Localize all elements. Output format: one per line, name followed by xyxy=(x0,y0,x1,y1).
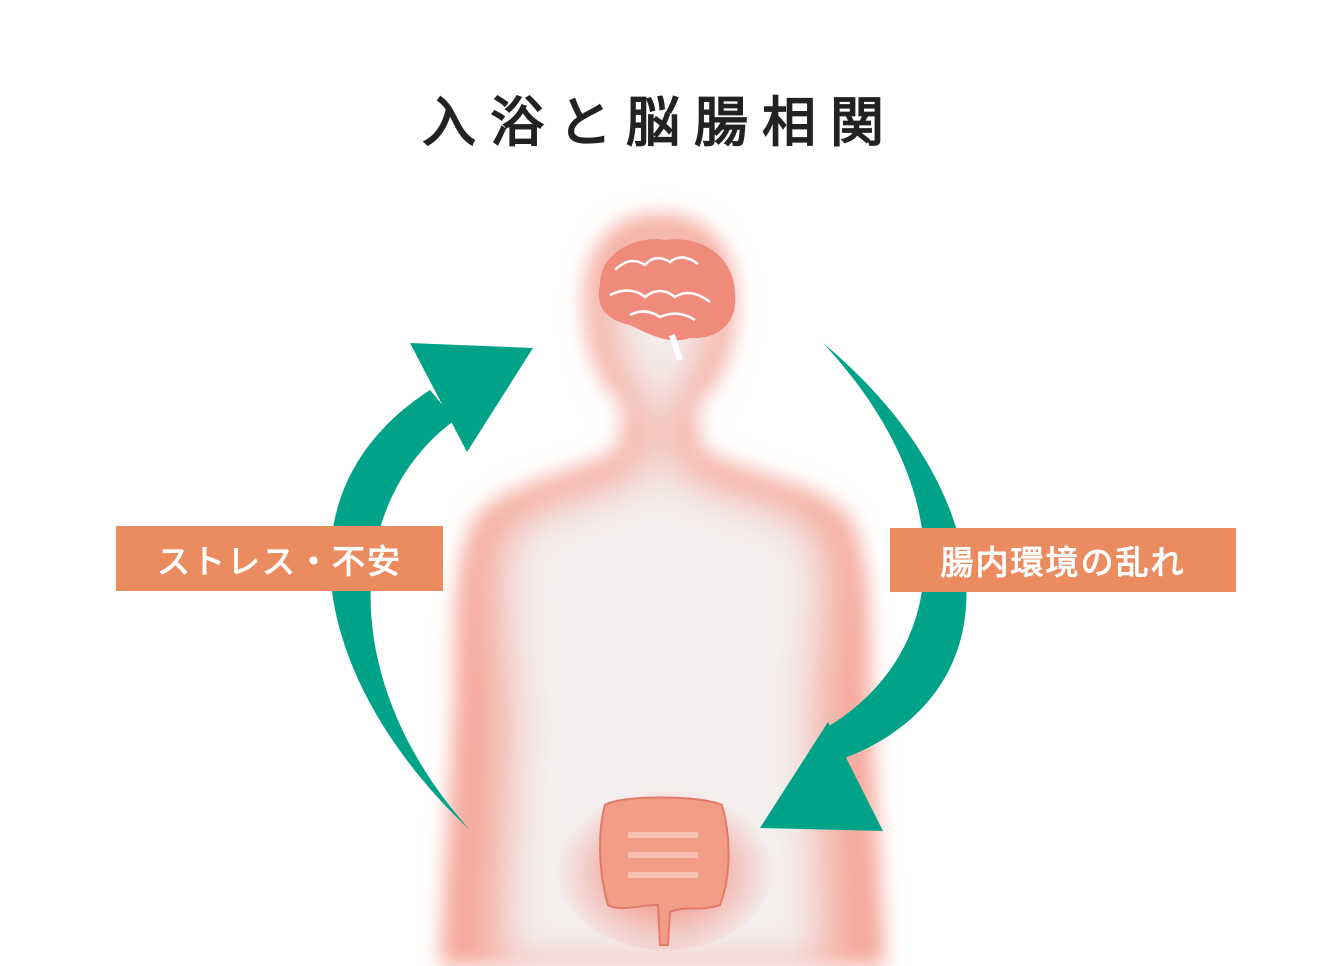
arrow-right-down xyxy=(760,343,967,831)
gut-disturbance-label: 腸内環境の乱れ xyxy=(890,528,1236,592)
brain-icon xyxy=(598,239,736,361)
page-title: 入浴と脳腸相関 xyxy=(422,91,898,154)
arrow-left-up xyxy=(330,343,533,830)
intestine-icon xyxy=(555,780,775,950)
stress-anxiety-label: ストレス・不安 xyxy=(116,526,443,591)
body-silhouette xyxy=(440,215,885,966)
